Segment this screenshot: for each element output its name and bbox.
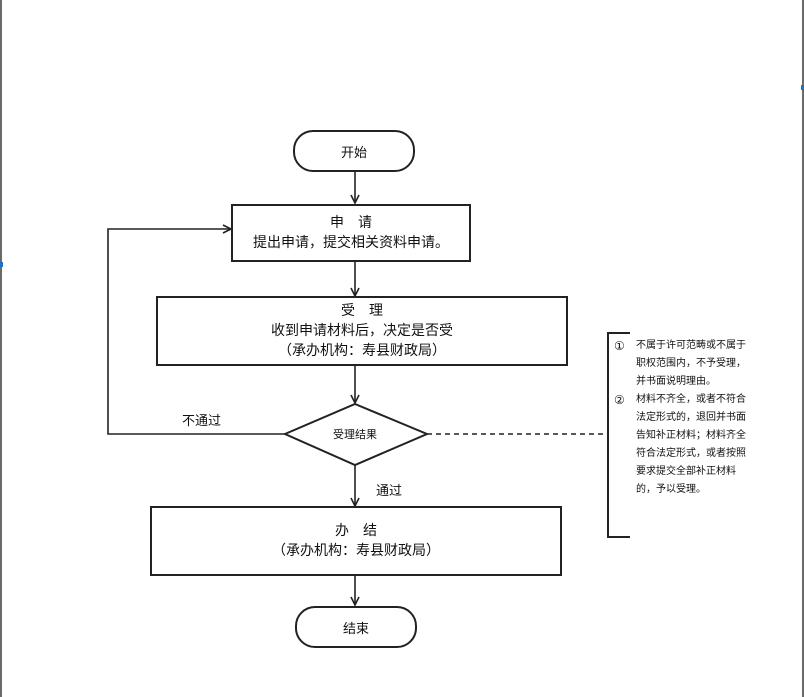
pass-label: 通过 <box>376 484 403 499</box>
right-edge-marker <box>801 85 804 90</box>
decision-label: 受理结果 <box>333 428 377 441</box>
note-list: ① 不属于许可范畴或不属于 职权范围内，不予受理， 并书面说明理由。 ② 材料不… <box>614 337 804 499</box>
note-text: 不属于许可范畴或不属于 职权范围内，不予受理， 并书面说明理由。 <box>636 340 746 387</box>
note-item: ② 材料不齐全，或者不符合 法定形式的，退回并书面 告知补正材料；材料齐全 符合… <box>614 391 804 499</box>
note-number: ① <box>614 339 625 353</box>
accept-org: （承办机构：寿县财政局） <box>278 343 446 359</box>
window-right-border <box>802 0 804 697</box>
handle-title: 办 结 <box>335 523 377 539</box>
end-node: 结束 <box>295 606 417 648</box>
accept-desc: 收到申请材料后，决定是否受 <box>271 323 453 339</box>
handle-box: 办 结 （承办机构：寿县财政局） <box>150 506 562 576</box>
handle-org: （承办机构：寿县财政局） <box>272 543 440 559</box>
arrow-reject-loop <box>107 229 285 435</box>
note-number: ② <box>614 393 625 407</box>
note-text: 材料不齐全，或者不符合 法定形式的，退回并书面 告知补正材料；材料齐全 符合法定… <box>636 394 746 495</box>
note-bracket <box>607 332 630 538</box>
note-item: ① 不属于许可范畴或不属于 职权范围内，不予受理， 并书面说明理由。 <box>614 337 804 391</box>
apply-box: 申 请 提出申请，提交相关资料申请。 <box>231 204 471 262</box>
apply-desc: 提出申请，提交相关资料申请。 <box>253 235 449 251</box>
left-edge-marker <box>0 262 3 267</box>
accept-title: 受 理 <box>341 303 383 319</box>
reject-label: 不通过 <box>182 414 222 429</box>
decision-diamond <box>282 402 430 467</box>
apply-title: 申 请 <box>330 215 372 231</box>
window-left-border <box>0 0 2 697</box>
start-node: 开始 <box>293 130 415 172</box>
accept-box: 受 理 收到申请材料后，决定是否受 （承办机构：寿县财政局） <box>156 296 568 366</box>
